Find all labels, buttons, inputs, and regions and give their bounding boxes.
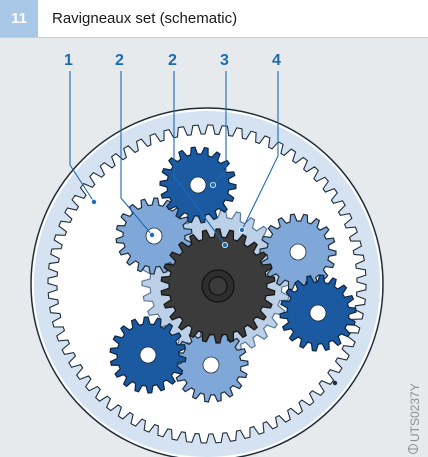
callout-2b: 2 [168, 52, 177, 69]
image-code-text: UTS0237Y [408, 383, 422, 442]
leader-1-dot [91, 198, 98, 205]
leader-1 [69, 71, 95, 203]
leader-2a [120, 71, 153, 236]
long-planet-right [279, 274, 357, 352]
callout-2a: 2 [115, 52, 124, 69]
figure-title: Ravigneaux set (schematic) [52, 10, 238, 27]
leader-4 [241, 71, 279, 231]
leader-2b-dot [221, 241, 228, 248]
long-planet-bottom-left-bore [139, 346, 157, 364]
image-code: UTS0237Y [408, 383, 422, 442]
figure-number: 11 [0, 0, 38, 37]
ring-gear-mark [332, 380, 338, 386]
ravigneaux-diagram: 1 2 2 3 4 UTS0237Y [30, 52, 422, 457]
leader-2b [173, 71, 226, 246]
long-planet-top [159, 146, 237, 224]
large-sun-gear [160, 228, 276, 344]
figure-header: 11 Ravigneaux set (schematic) [0, 0, 428, 38]
copyright-icon [408, 444, 418, 454]
small-planet-bottom-bore [202, 356, 220, 374]
callout-4: 4 [272, 52, 281, 69]
large-sun-bore [208, 276, 228, 296]
small-planet-right-bore [289, 243, 307, 261]
long-planet-bottom-left [109, 316, 187, 394]
callout-1: 1 [64, 52, 73, 69]
leader-3 [212, 71, 227, 186]
callout-3: 3 [220, 52, 229, 69]
long-planet-top-bore [189, 176, 207, 194]
leader-4-dot [238, 226, 245, 233]
long-planet-right-bore [309, 304, 327, 322]
diagram-stage: 1 2 2 3 4 UTS0237Y [0, 38, 428, 457]
leader-3-dot [209, 181, 216, 188]
leader-2a-dot [148, 231, 155, 238]
